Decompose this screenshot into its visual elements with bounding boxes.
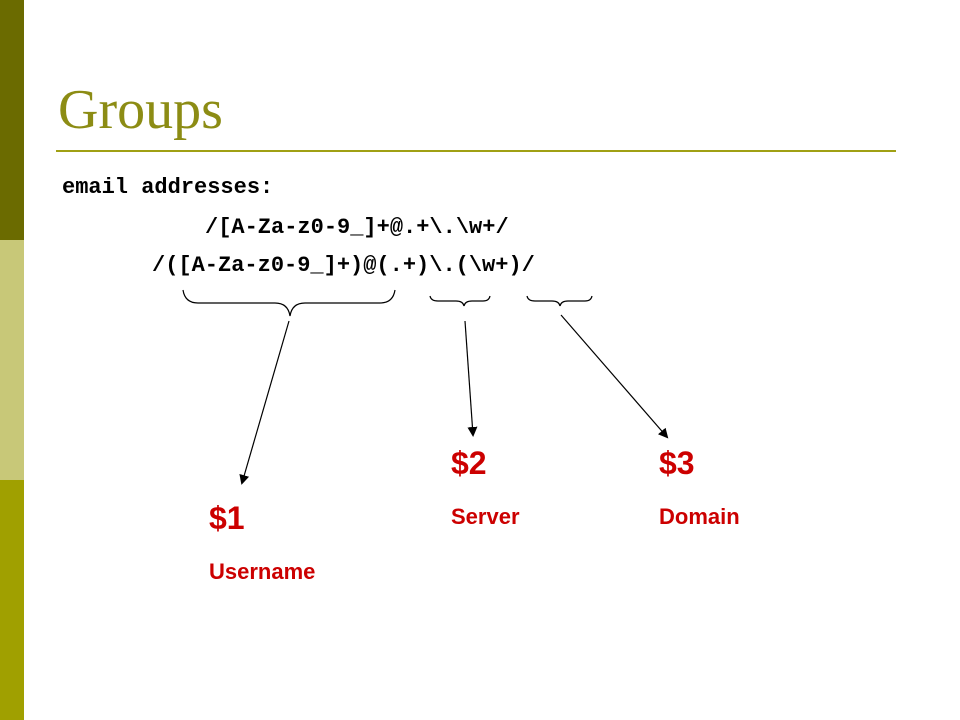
group-1-variable: $1	[209, 500, 245, 536]
accent-bar-top	[0, 0, 24, 240]
regex-grouped: /([A-Za-z0-9_]+)@(.+)\.(\w+)/	[152, 253, 535, 278]
arrow-group-3	[560, 314, 669, 439]
email-addresses-heading: email addresses:	[62, 175, 274, 200]
left-accent-bar	[0, 0, 24, 720]
brace-group-3	[526, 295, 593, 307]
group-2-label: Server	[451, 504, 520, 529]
accent-bar-middle	[0, 240, 24, 480]
group-3-variable: $3	[659, 445, 695, 481]
group-1-label: Username	[209, 559, 316, 584]
accent-bar-bottom	[0, 480, 24, 720]
group-3-label: Domain	[659, 504, 740, 529]
brace-group-2	[429, 295, 491, 307]
brace-group-1	[182, 289, 396, 317]
group-2-variable: $2	[451, 445, 487, 481]
regex-plain: /[A-Za-z0-9_]+@.+\.\w+/	[205, 215, 509, 240]
title-underline	[56, 150, 896, 152]
arrow-group-1	[239, 320, 290, 485]
slide-title: Groups	[58, 79, 223, 141]
arrow-group-2	[464, 320, 478, 437]
